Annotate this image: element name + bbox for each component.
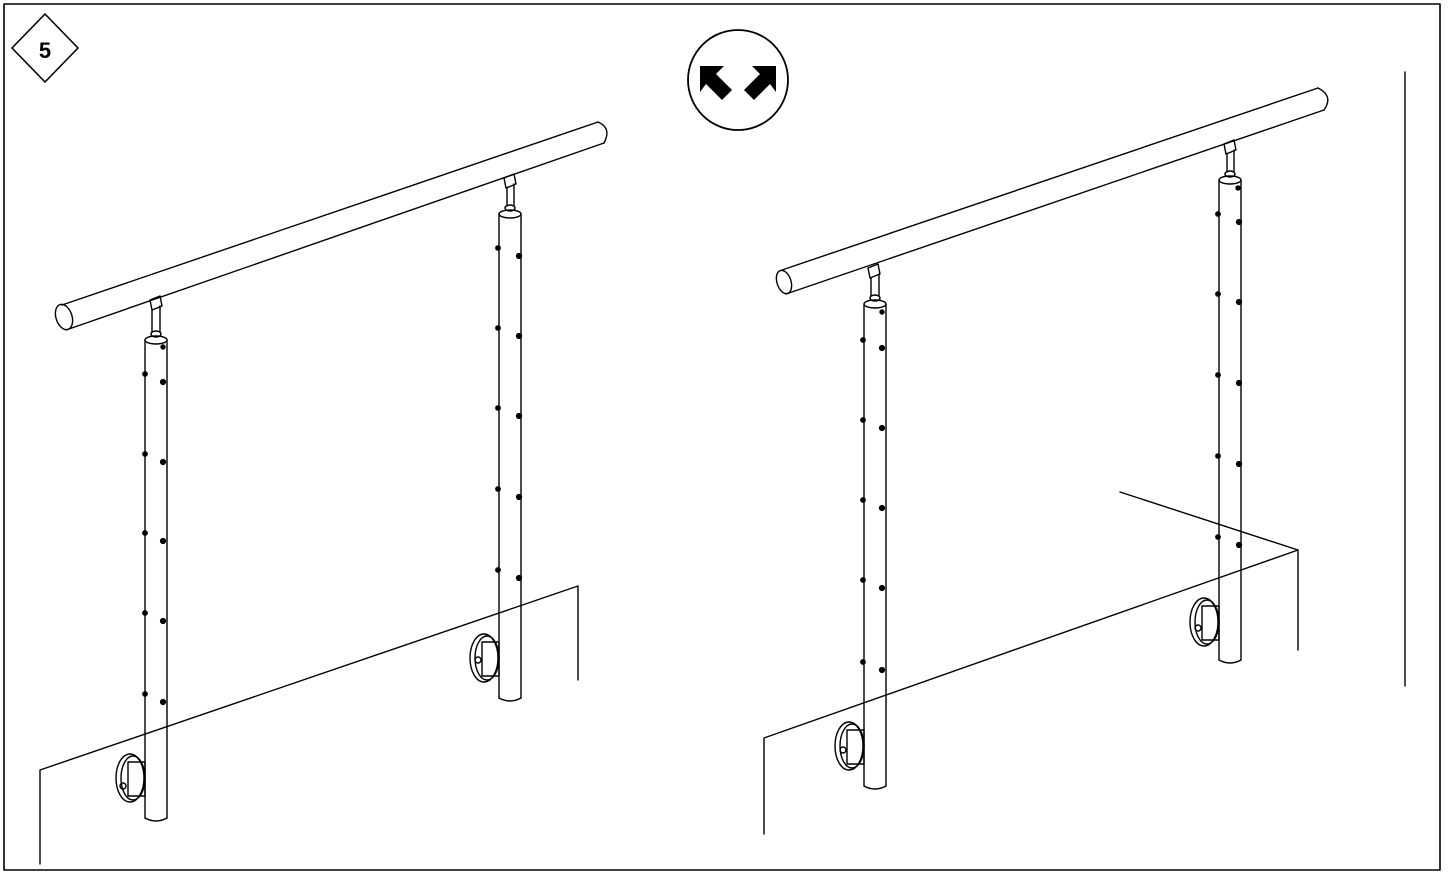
right-handrail xyxy=(775,87,1329,295)
direction-arrows-icon xyxy=(687,29,789,131)
page-border xyxy=(3,3,1441,871)
left-post-1 xyxy=(115,295,168,822)
left-railing-assembly xyxy=(39,121,608,865)
right-railing-assembly xyxy=(763,71,1406,835)
left-handrail xyxy=(54,121,608,331)
step-number-label: 5 xyxy=(38,38,52,63)
right-wall xyxy=(763,71,1406,835)
right-post-1 xyxy=(834,263,887,790)
right-post-2 xyxy=(1189,139,1243,664)
step-badge-diamond-icon xyxy=(11,13,79,83)
left-post-2 xyxy=(469,173,523,702)
left-wall xyxy=(39,585,579,865)
